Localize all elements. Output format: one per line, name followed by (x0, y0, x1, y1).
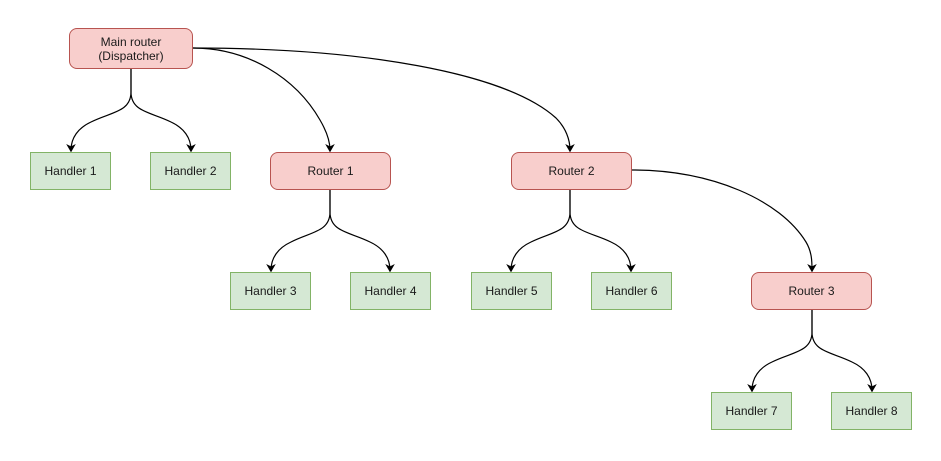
edge-router-1-to-handler-4 (329, 189, 395, 273)
node-label-handler-5: Handler 5 (485, 284, 538, 298)
edge-main-to-handler-1 (66, 68, 132, 153)
edge-router-3-to-handler-8 (811, 309, 877, 393)
node-handler-7[interactable]: Handler 7 (711, 392, 792, 430)
edge-main-to-router-1 (192, 47, 335, 153)
node-router-3[interactable]: Router 3 (751, 272, 872, 310)
node-handler-3[interactable]: Handler 3 (230, 272, 311, 310)
node-handler-6[interactable]: Handler 6 (591, 272, 672, 310)
node-router-2[interactable]: Router 2 (511, 152, 632, 190)
edge-router-2-to-router-3 (631, 169, 817, 273)
edge-router-1-to-handler-3 (266, 189, 331, 273)
node-label-handler-1: Handler 1 (44, 164, 97, 178)
node-label-handler-3: Handler 3 (244, 284, 297, 298)
edge-router-2-to-handler-5 (506, 189, 571, 273)
node-label-handler-2: Handler 2 (164, 164, 217, 178)
node-handler-1[interactable]: Handler 1 (30, 152, 111, 190)
node-handler-4[interactable]: Handler 4 (350, 272, 431, 310)
node-handler-8[interactable]: Handler 8 (831, 392, 912, 430)
node-label-handler-8: Handler 8 (845, 404, 898, 418)
edge-router-3-to-handler-7 (747, 309, 813, 393)
node-label-router-1: Router 1 (307, 164, 354, 178)
node-label-router-3: Router 3 (788, 284, 835, 298)
edge-main-to-handler-2 (130, 68, 196, 153)
node-main-router[interactable]: Main router (Dispatcher) (69, 28, 193, 69)
node-label-handler-4: Handler 4 (364, 284, 417, 298)
node-handler-5[interactable]: Handler 5 (471, 272, 552, 310)
node-router-1[interactable]: Router 1 (270, 152, 391, 190)
node-handler-2[interactable]: Handler 2 (150, 152, 231, 190)
node-label-main-router: Main router (Dispatcher) (98, 34, 164, 63)
edge-group (66, 47, 877, 393)
node-label-router-2: Router 2 (548, 164, 595, 178)
edge-router-2-to-handler-6 (569, 189, 636, 273)
node-label-handler-7: Handler 7 (725, 404, 778, 418)
node-label-handler-6: Handler 6 (605, 284, 658, 298)
edge-main-to-router-2 (192, 47, 575, 153)
